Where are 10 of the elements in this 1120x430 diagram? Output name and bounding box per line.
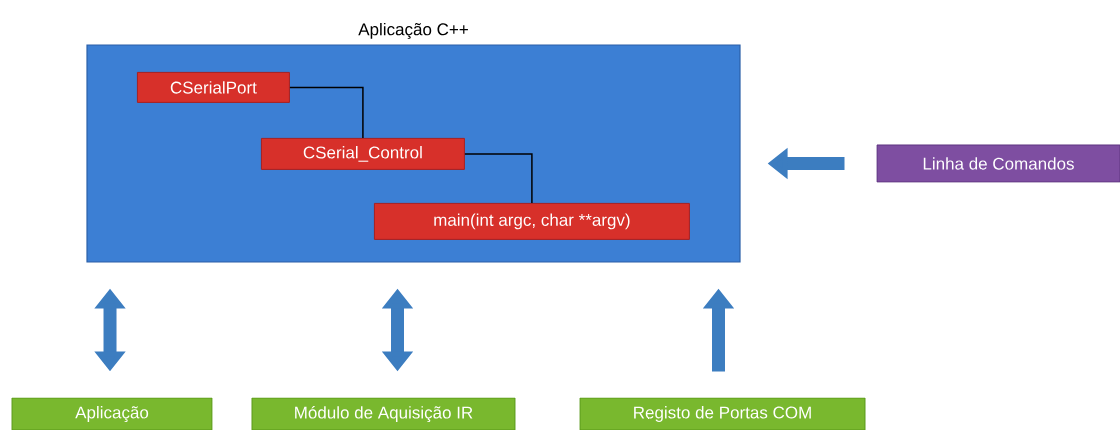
node-label: Aplicação C++ [358, 22, 468, 39]
class-box: CSerial_Control [260, 137, 465, 170]
module-box: Linha de Comandos [876, 144, 1120, 183]
module-box: Módulo de Aquisição IR [251, 397, 516, 430]
connector-line [289, 86, 364, 139]
class-box: CSerialPort [136, 71, 290, 103]
module-box: Aplicação [11, 397, 213, 430]
module-box: Registo de Portas COM [579, 397, 866, 430]
class-box: main(int argc, char **argv) [373, 202, 690, 240]
connector-line [464, 153, 533, 204]
